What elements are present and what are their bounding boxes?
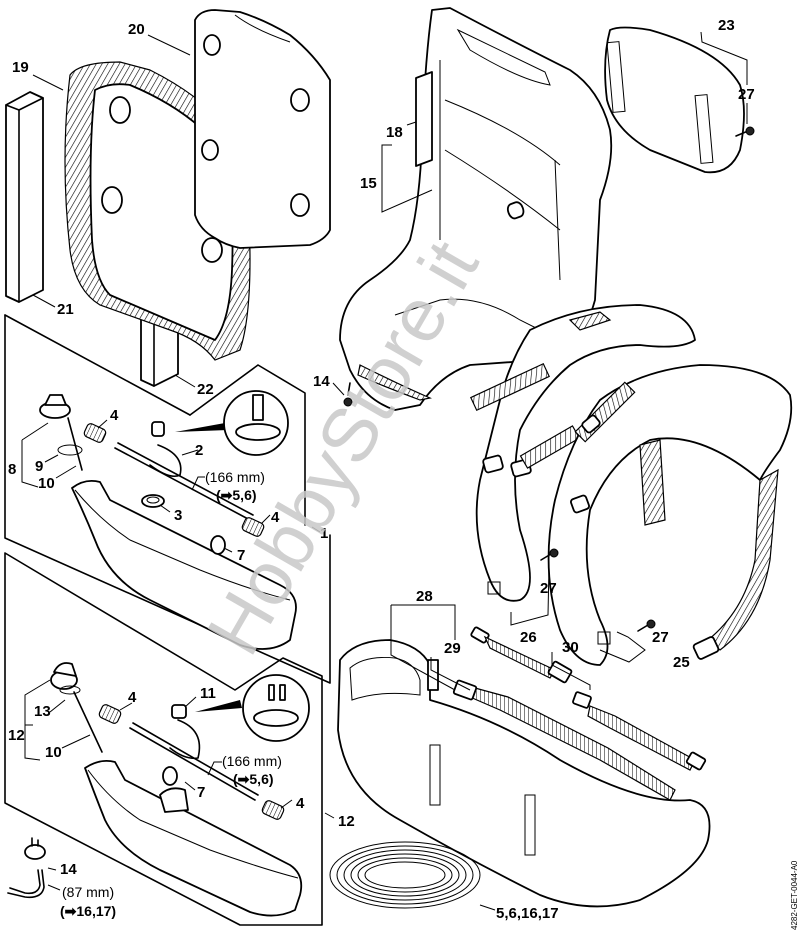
callout-22[interactable]: 20	[128, 21, 145, 38]
hose-coil	[329, 841, 481, 909]
valve-7-upper	[210, 535, 226, 555]
panel-lower-tank	[4, 552, 323, 926]
connector-15	[7, 837, 46, 899]
screw-18	[343, 382, 353, 407]
screw-27-right	[637, 619, 656, 632]
callout-12[interactable]: 11	[200, 685, 216, 702]
callout-21[interactable]: 19	[12, 59, 29, 76]
filter-lower-right	[261, 800, 285, 820]
callout-20[interactable]: 18	[386, 124, 403, 141]
belt-straps	[452, 626, 707, 801]
shoulder-strap-right	[547, 364, 793, 666]
callout-26[interactable]: 26	[520, 629, 537, 646]
note-hose-lower-length: (166 mm)	[222, 753, 282, 769]
callout-23-right[interactable]: 22	[197, 381, 214, 398]
panel-upper-tank	[4, 314, 331, 684]
hose-lower	[129, 719, 259, 801]
filter-upper-left	[83, 423, 107, 443]
cap-upper	[39, 394, 83, 471]
cap-lower	[50, 662, 103, 753]
hose-upper	[114, 442, 254, 521]
leader-lines	[21, 31, 748, 911]
note-hose-upper-length: (166 mm)	[205, 469, 265, 485]
callout-25[interactable]: 25	[673, 654, 690, 671]
callout-4-upper-right[interactable]: 4	[271, 509, 280, 526]
tank-lower	[84, 759, 303, 917]
detail-circle-upper	[175, 390, 289, 456]
callout-19[interactable]: 15	[360, 175, 377, 192]
note-hose-upper-ref: (➡5,6)	[216, 487, 257, 503]
callout-4-lower-right[interactable]: 4	[296, 795, 305, 812]
valve-2-upper	[151, 421, 165, 437]
back-pad	[604, 26, 745, 174]
callout-24[interactable]: 23	[718, 17, 735, 34]
callout-27-left[interactable]: 27	[540, 580, 557, 597]
callout-9[interactable]: 9	[35, 458, 43, 475]
callout-4-upper-left[interactable]: 4	[110, 407, 119, 424]
callout-28[interactable]: 28	[416, 588, 433, 605]
backplate	[339, 7, 613, 411]
callout-3[interactable]: 3	[174, 507, 182, 524]
foam-strip-left	[5, 91, 44, 303]
callout-labels: 20 19 21 22 18 15 23 27 14 8 9 10 4 2 (1…	[8, 17, 755, 922]
label-sticker	[415, 71, 433, 167]
tank-upper	[71, 479, 297, 650]
note-hose-small-length: (87 mm)	[62, 884, 114, 900]
note-hose-small-ref: (➡16,17)	[60, 903, 116, 919]
hip-belt	[337, 639, 711, 908]
callout-8[interactable]: 8	[8, 461, 16, 478]
callout-5-6-16-17[interactable]: 5,6,16,17	[496, 905, 559, 922]
callout-23-left[interactable]: 21	[57, 301, 74, 318]
drawing-code: 4282-GET-0044-A0	[790, 860, 799, 930]
callout-10-lower[interactable]: 10	[45, 744, 62, 761]
callout-7-lower[interactable]: 7	[197, 784, 205, 801]
callout-18[interactable]: 14	[313, 373, 330, 390]
valve-12	[171, 704, 187, 719]
callout-1[interactable]: 1	[320, 525, 328, 542]
shoulder-strap-left	[469, 304, 696, 602]
callout-15[interactable]: 14	[60, 861, 77, 878]
callout-14[interactable]: 13	[34, 703, 51, 720]
filter-lower-left	[98, 704, 122, 724]
grommet-3	[141, 494, 165, 508]
filter-upper-right	[241, 517, 265, 537]
note-hose-lower-ref: (➡5,6)	[233, 771, 274, 787]
callout-4-lower-left[interactable]: 4	[128, 689, 137, 706]
valve-7-lower	[159, 766, 189, 813]
callout-2[interactable]: 2	[195, 442, 203, 459]
callout-7-upper[interactable]: 7	[237, 547, 245, 564]
callout-13[interactable]: 12	[8, 727, 25, 744]
callout-10-upper[interactable]: 10	[38, 475, 55, 492]
callout-29[interactable]: 29	[444, 640, 461, 657]
callout-30[interactable]: 30	[562, 639, 579, 656]
callout-11[interactable]: 12	[338, 813, 355, 830]
callout-27-pad[interactable]: 27	[738, 86, 755, 103]
screw-27-left	[540, 548, 559, 561]
cover-plate	[194, 9, 331, 249]
callout-27-right[interactable]: 27	[652, 629, 669, 646]
screw-27-pad	[735, 126, 755, 137]
detail-circle-lower	[195, 674, 310, 742]
